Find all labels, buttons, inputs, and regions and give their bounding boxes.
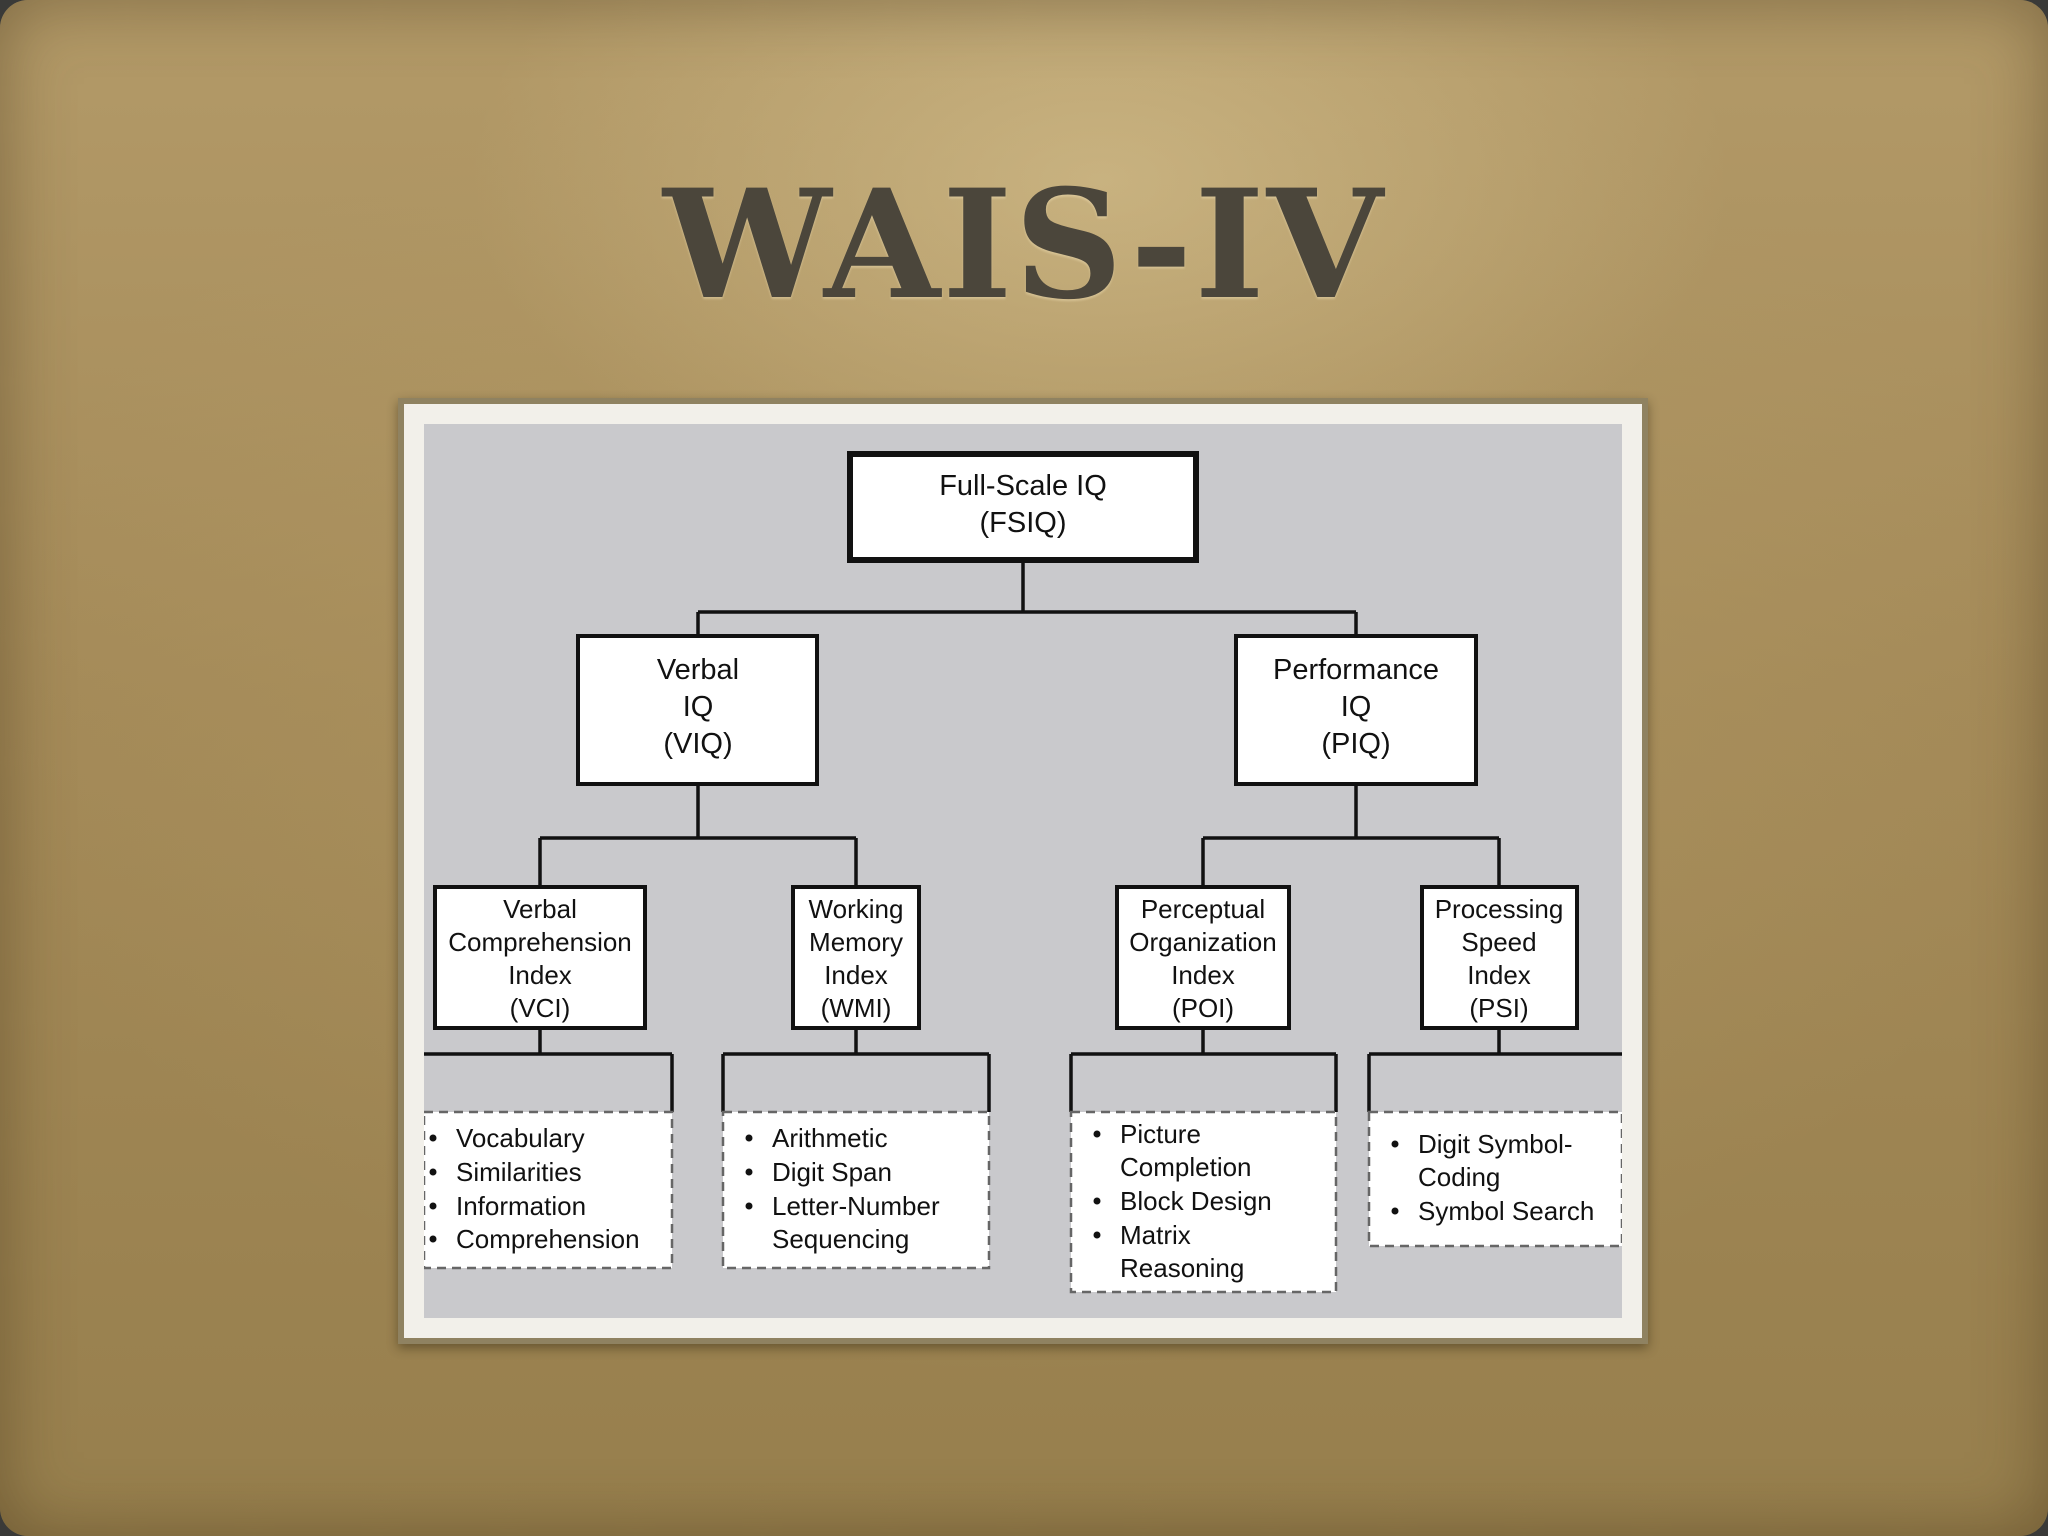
bullet <box>1093 1231 1101 1239</box>
bullet <box>1391 1207 1399 1215</box>
node-wmi-box <box>791 885 921 1030</box>
wmi-subtest-item: Arithmetic <box>772 1123 888 1153</box>
node-viq-line-1: Verbal <box>657 654 739 686</box>
node-viq-box <box>576 634 819 786</box>
node-poi-box <box>1115 885 1291 1030</box>
node-psi-box <box>1420 885 1579 1030</box>
node-poi-line-4: (POI) <box>1172 993 1234 1023</box>
poi-subtest-item: Reasoning <box>1120 1253 1244 1283</box>
node-poi-line-1: Perceptual <box>1141 894 1265 924</box>
node-viq-line-2: IQ <box>683 691 714 723</box>
bullet <box>1391 1140 1399 1148</box>
node-piq-line-3: (PIQ) <box>1321 728 1390 760</box>
node-fsiq-line-1: Full-Scale IQ <box>939 470 1107 502</box>
poi-subtest-item: Block Design <box>1120 1186 1272 1216</box>
node-poi: Perceptual Organization Index (POI) <box>1115 885 1291 1030</box>
poi-subtests-box <box>1069 1110 1338 1294</box>
connector-vci <box>424 1028 674 1112</box>
connector-piq <box>1201 784 1501 886</box>
node-vci-box <box>433 885 647 1030</box>
wmi-subtest-list: Arithmetic Digit Span Letter-Number Sequ… <box>745 1123 940 1254</box>
connector-viq <box>538 784 858 886</box>
node-poi-line-2: Organization <box>1129 927 1276 957</box>
wais-iv-hierarchy-diagram: Full-Scale IQ (FSIQ) Verbal IQ (VIQ) Per… <box>424 424 1622 1318</box>
wmi-subtest-item: Letter-Number <box>772 1191 940 1221</box>
node-psi-line-3: Index <box>1467 960 1531 990</box>
node-wmi-line-4: (WMI) <box>821 993 892 1023</box>
psi-subtest-item: Coding <box>1418 1162 1500 1192</box>
vci-subtest-item: Similarities <box>456 1157 582 1187</box>
bullet <box>1093 1197 1101 1205</box>
poi-subtest-item: Matrix <box>1120 1220 1191 1250</box>
node-vci-line-4: (VCI) <box>510 993 571 1023</box>
poi-subtest-list: Picture Completion Block Design Matrix R… <box>1093 1119 1272 1283</box>
node-fsiq: Full-Scale IQ (FSIQ) <box>847 451 1199 563</box>
node-piq-box <box>1234 634 1478 786</box>
node-piq: Performance IQ (PIQ) <box>1234 634 1478 786</box>
vci-subtests-box <box>424 1110 674 1270</box>
bullet <box>429 1235 437 1243</box>
vci-subtest-item: Comprehension <box>456 1224 640 1254</box>
node-viq: Verbal IQ (VIQ) <box>576 634 819 786</box>
node-vci-line-2: Comprehension <box>448 927 632 957</box>
vci-subtest-item: Vocabulary <box>456 1123 585 1153</box>
node-viq-line-3: (VIQ) <box>663 728 732 760</box>
node-fsiq-line-2: (FSIQ) <box>980 507 1067 539</box>
wmi-subtest-item: Digit Span <box>772 1157 892 1187</box>
vci-subtest-list: Vocabulary Similarities Information Comp… <box>429 1123 640 1254</box>
bullet <box>429 1168 437 1176</box>
connector-wmi <box>721 1028 991 1112</box>
connector-root <box>696 562 1358 634</box>
node-psi-line-1: Processing <box>1435 894 1564 924</box>
node-wmi-line-1: Working <box>809 894 904 924</box>
bullet <box>1093 1130 1101 1138</box>
psi-subtest-item: Symbol Search <box>1418 1196 1594 1226</box>
poi-subtest-item: Picture <box>1120 1119 1201 1149</box>
bullet <box>429 1134 437 1142</box>
psi-subtests-box <box>1367 1110 1622 1248</box>
node-wmi: Working Memory Index (WMI) <box>791 885 921 1030</box>
wmi-subtest-item: Sequencing <box>772 1224 909 1254</box>
node-psi-line-2: Speed <box>1461 927 1536 957</box>
poi-subtest-item: Completion <box>1120 1152 1252 1182</box>
connector-poi <box>1069 1028 1338 1112</box>
bullet <box>745 1134 753 1142</box>
node-vci: Verbal Comprehension Index (VCI) <box>433 885 647 1030</box>
diagram-frame: Full-Scale IQ (FSIQ) Verbal IQ (VIQ) Per… <box>398 398 1648 1344</box>
node-wmi-line-2: Memory <box>809 927 903 957</box>
node-poi-line-3: Index <box>1171 960 1235 990</box>
node-wmi-line-3: Index <box>824 960 888 990</box>
psi-subtest-item: Digit Symbol- <box>1418 1129 1573 1159</box>
node-psi: Processing Speed Index (PSI) <box>1420 885 1579 1030</box>
node-vci-line-1: Verbal <box>503 894 577 924</box>
connectors <box>424 562 1622 1112</box>
connector-psi <box>1367 1028 1622 1112</box>
node-vci-line-3: Index <box>508 960 572 990</box>
node-psi-line-4: (PSI) <box>1469 993 1528 1023</box>
slide-title: WAIS-IV <box>662 157 1386 333</box>
subtest-boxes <box>424 1110 1622 1294</box>
wmi-subtests-box <box>721 1110 991 1270</box>
bullet <box>745 1168 753 1176</box>
vci-subtest-item: Information <box>456 1191 586 1221</box>
node-fsiq-box <box>847 451 1199 563</box>
bullet <box>745 1202 753 1210</box>
bullet <box>429 1202 437 1210</box>
node-piq-line-1: Performance <box>1273 654 1439 686</box>
node-piq-line-2: IQ <box>1341 691 1372 723</box>
psi-subtest-list: Digit Symbol- Coding Symbol Search <box>1391 1129 1594 1226</box>
